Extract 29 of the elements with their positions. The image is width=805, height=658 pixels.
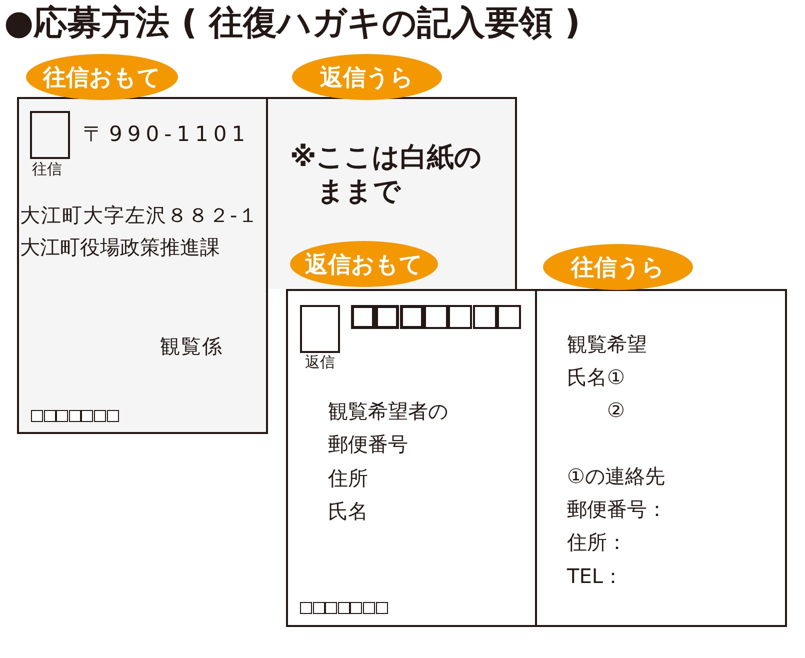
instruction-note: ※ここは白紙のままで: [290, 141, 484, 209]
stamp-caption: 往信: [32, 160, 62, 178]
field-label: 郵便番号: [328, 432, 408, 456]
entry-label: 氏名①: [567, 365, 625, 389]
postcard-half: [286, 289, 537, 627]
field-label: 住所: [328, 466, 368, 490]
entry-label: ①の連絡先: [567, 464, 665, 488]
postal-code-text: 〒990-1101: [83, 122, 250, 148]
section-label: 往信おもて: [26, 54, 178, 100]
field-label: 観覧希望者の: [328, 399, 448, 423]
entry-label: 郵便番号：: [567, 497, 667, 521]
section-label: 返信おもて: [290, 241, 438, 287]
section-label: 返信うら: [292, 54, 442, 100]
entry-label: 観覧希望: [567, 332, 647, 356]
stamp-caption: 返信: [305, 353, 335, 371]
department-line: 観覧係: [160, 334, 223, 358]
stamp-space: [300, 305, 340, 353]
postcard-half: [535, 289, 787, 627]
address-line: 大江町役場政策推進課: [20, 235, 220, 259]
postcard-half: [17, 97, 268, 434]
section-label: 往信うら: [543, 244, 693, 290]
address-line: 大江町大字左沢８８２-１: [20, 203, 260, 227]
entry-label: 住所：: [567, 530, 627, 554]
stamp-space: [30, 111, 70, 159]
entry-label: ②: [607, 398, 625, 422]
postcard-half: [266, 97, 517, 289]
page-title: ●応募方法 ( 往復ハガキの記入要領 ): [4, 3, 580, 44]
entry-label: TEL：: [567, 564, 623, 588]
field-label: 氏名: [328, 499, 368, 523]
